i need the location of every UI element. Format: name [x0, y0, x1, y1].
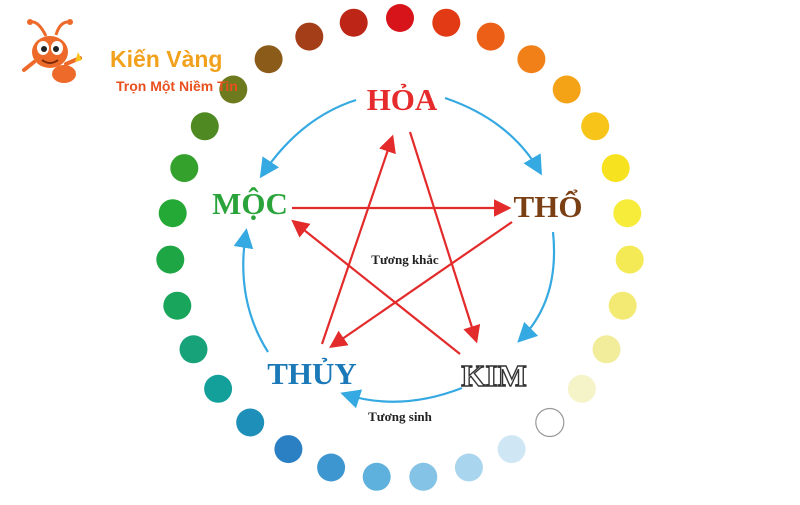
ring-dot	[567, 374, 596, 403]
ring-dot	[158, 199, 187, 228]
ring-dot	[386, 4, 414, 32]
ring-dot	[409, 462, 438, 491]
generating-cycle-arrows	[233, 96, 556, 409]
element-label-hoa: HỎA	[367, 82, 438, 117]
element-label-thuy: THỦY	[267, 356, 357, 391]
ring-dot	[613, 199, 642, 228]
ring-dot	[362, 462, 391, 491]
tuong-khac-label: Tương khắc	[371, 252, 439, 267]
element-label-kim: KIM	[461, 358, 526, 393]
ring-dot	[204, 374, 233, 403]
element-labels: HỎA THỔ KIM THỦY MỘC	[212, 82, 583, 394]
color-ring	[156, 4, 644, 491]
ring-dot	[156, 245, 185, 274]
element-label-tho: THỔ	[514, 188, 583, 224]
ring-dot	[476, 22, 505, 51]
ring-dot	[163, 291, 192, 320]
overcoming-star-arrows	[291, 131, 513, 355]
star-tho-thuy	[329, 221, 513, 348]
arrow-tho-kim	[517, 231, 556, 343]
arrow-hoa-tho	[444, 96, 542, 176]
ring-dot	[517, 45, 546, 74]
star-hoa-kim	[408, 131, 481, 344]
ring-dot	[497, 435, 526, 464]
ant-mascot-icon	[22, 19, 82, 83]
ring-dot	[295, 22, 324, 51]
element-label-moc: MỘC	[212, 186, 288, 221]
ring-dot	[236, 408, 265, 437]
ring-dot	[339, 8, 368, 37]
ring-dot	[615, 245, 644, 274]
brand-logo[interactable]: Kiến Vàng Trọn Một Niềm Tin	[20, 18, 240, 98]
ring-dot	[535, 407, 565, 438]
brand-name: Kiến Vàng	[110, 46, 223, 72]
ring-dot	[179, 335, 208, 364]
arrow-hoa-moc	[259, 98, 357, 179]
ring-dot	[608, 291, 637, 320]
star-kim-moc	[291, 219, 461, 355]
ring-dot	[170, 154, 199, 183]
ring-dot	[274, 435, 303, 464]
ring-dot	[454, 453, 483, 482]
brand-slogan: Trọn Một Niềm Tin	[116, 78, 238, 94]
ring-dot	[317, 453, 346, 482]
ring-dot	[552, 75, 581, 104]
ring-dot	[581, 112, 610, 141]
ring-dot	[254, 45, 283, 74]
ring-dot	[432, 8, 461, 37]
tuong-sinh-label: Tương sinh	[368, 409, 433, 424]
ring-dot	[219, 75, 248, 104]
arrow-thuy-moc	[233, 228, 269, 353]
ring-dot	[601, 154, 630, 183]
arrow-kim-thuy	[340, 386, 463, 409]
ring-dot	[592, 335, 621, 364]
star-thuy-hoa	[320, 134, 396, 345]
ring-dot	[190, 112, 219, 141]
